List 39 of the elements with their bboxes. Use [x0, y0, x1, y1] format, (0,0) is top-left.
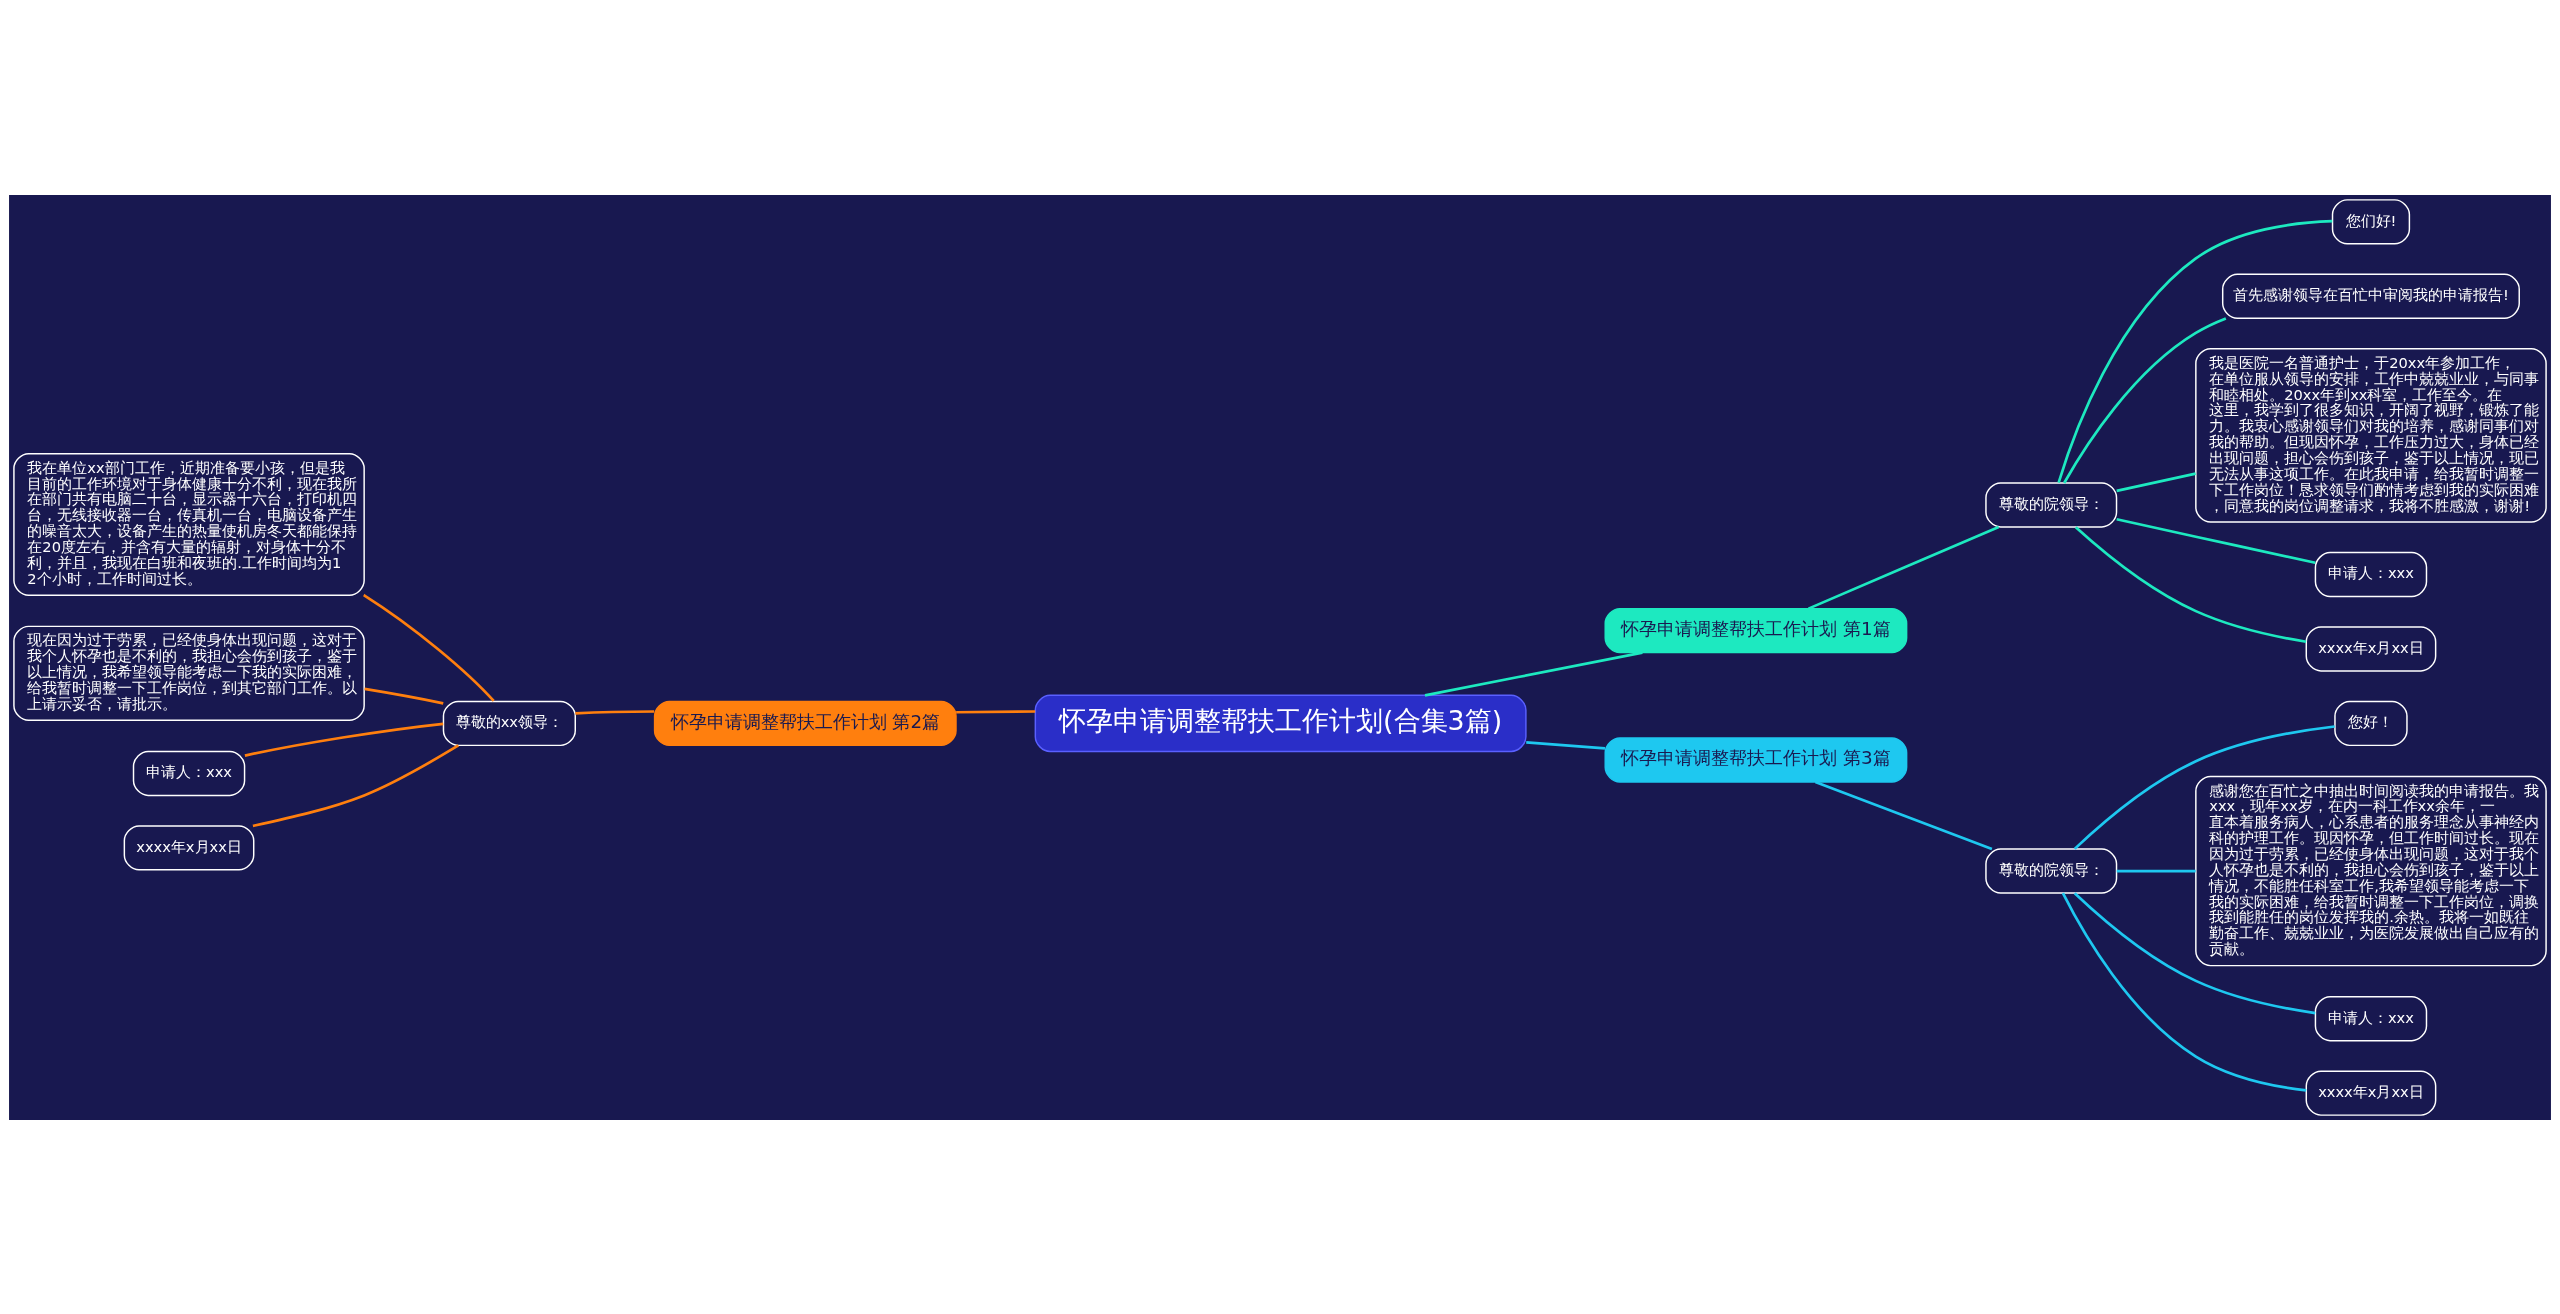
connector	[1424, 650, 1643, 697]
node-box: 尊敬的院领导：	[1985, 847, 2118, 894]
connector	[2116, 517, 2316, 564]
node-box: xxxx年x月xx日	[123, 824, 255, 871]
connector	[364, 687, 444, 705]
connector	[1807, 525, 2000, 610]
node-box: 怀孕申请调整帮扶工作计划(合集3篇)	[1034, 694, 1527, 752]
node-box: 怀孕申请调整帮扶工作计划 第1篇	[1604, 607, 1908, 653]
node-box: 我是医院一名普通护士，于20xx年参加工作，在单位服从领导的安排，工作中兢兢业业，与同事和睦相处。20xx年到xx科室，工作至今。在这里，我学到了很多知识，开阔了视野，锻炼了能力。我衷心感谢领导们对我的培养，感谢同事们对我的帮助。但现因怀孕，工作压力过大，身体已经出现问题，担心会伤到孩子，鉴于以上情况，现已无法从事这项工作。在此我申请，给我暂时调整一下工作岗位！恳求领导们酌情考虑到我的实际困难，同意我的岗位调整请求，我将不胜感激，谢谢!	[2195, 347, 2547, 523]
node-box: 申请人：xxx	[132, 750, 246, 796]
connector	[362, 593, 495, 702]
node-box: 感谢您在百忙之中抽出时间阅读我的申请报告。我xxx，现年xx岁，在内一科工作xx余年，一直本着服务病人，心系患者的服务理念从事神经内科的护理工作。现因怀孕，但工作时间过长。现在因为过于劳累，已经使身体出现问题，这对于我个人怀孕也是不利的，我担心会伤到孩子，鉴于以上情况，不能胜任科室工作,我希望领导能考虑一下我的实际困难，给我暂时调整一下工作岗位，调换我到能胜任的岗位发挥我的.余热。我将一如既往勤奋工作、兢兢业业，为医院发展做出自己应有的贡献。	[2195, 775, 2547, 966]
node-box: 尊敬的院领导：	[1985, 481, 2118, 528]
connector	[244, 721, 444, 757]
node-box: 您们好!	[2331, 198, 2411, 245]
node-box: 怀孕申请调整帮扶工作计划 第2篇	[653, 700, 957, 746]
connector	[1814, 780, 1993, 850]
connector	[2074, 525, 2307, 643]
node-box: 申请人：xxx	[2314, 995, 2428, 1041]
node-box: 我在单位xx部门工作，近期准备要小孩，但是我目前的工作环境对于身体健康十分不利，现在我所在部门共有电脑二十台，显示器十六台，打印机四台，无线接收器一台，传真机一台，电脑设备产生的噪音太大，设备产生的热量使机房冬天都能保持在20度左右，并含有大量的辐射，对身体十分不利，并且，我现在白班和夜班的.工作时间均为12个小时，工作时间过长。	[13, 452, 365, 596]
connector	[1526, 740, 1606, 750]
connector	[2073, 891, 2316, 1014]
connector	[2116, 869, 2196, 872]
connector	[575, 709, 655, 715]
node-box: xxxx年x月xx日	[2305, 625, 2437, 672]
connector	[2073, 724, 2335, 850]
node-box: 首先感谢领导在百忙中审阅我的申请报告!	[2221, 273, 2520, 319]
node-box: 现在因为过于劳累，已经使身体出现问题，这对于我个人怀孕也是不利的，我担心会伤到孩子，鉴于以上情况，我希望领导能考虑一下我的实际困难，给我暂时调整一下工作岗位，到其它部门工作。以上请示妥否，请批示。	[13, 625, 365, 721]
node-box: 尊敬的xx领导：	[442, 700, 576, 746]
connector	[956, 709, 1036, 714]
node-box: xxxx年x月xx日	[2305, 1069, 2437, 1116]
connector	[2057, 219, 2333, 483]
connector	[252, 743, 460, 827]
node-box: 申请人：xxx	[2314, 551, 2428, 597]
node-box: 怀孕申请调整帮扶工作计划 第3篇	[1604, 736, 1908, 783]
connector	[2116, 471, 2196, 492]
connector	[2063, 316, 2227, 484]
node-box: 您好！	[2334, 700, 2408, 746]
connector	[2061, 892, 2307, 1092]
